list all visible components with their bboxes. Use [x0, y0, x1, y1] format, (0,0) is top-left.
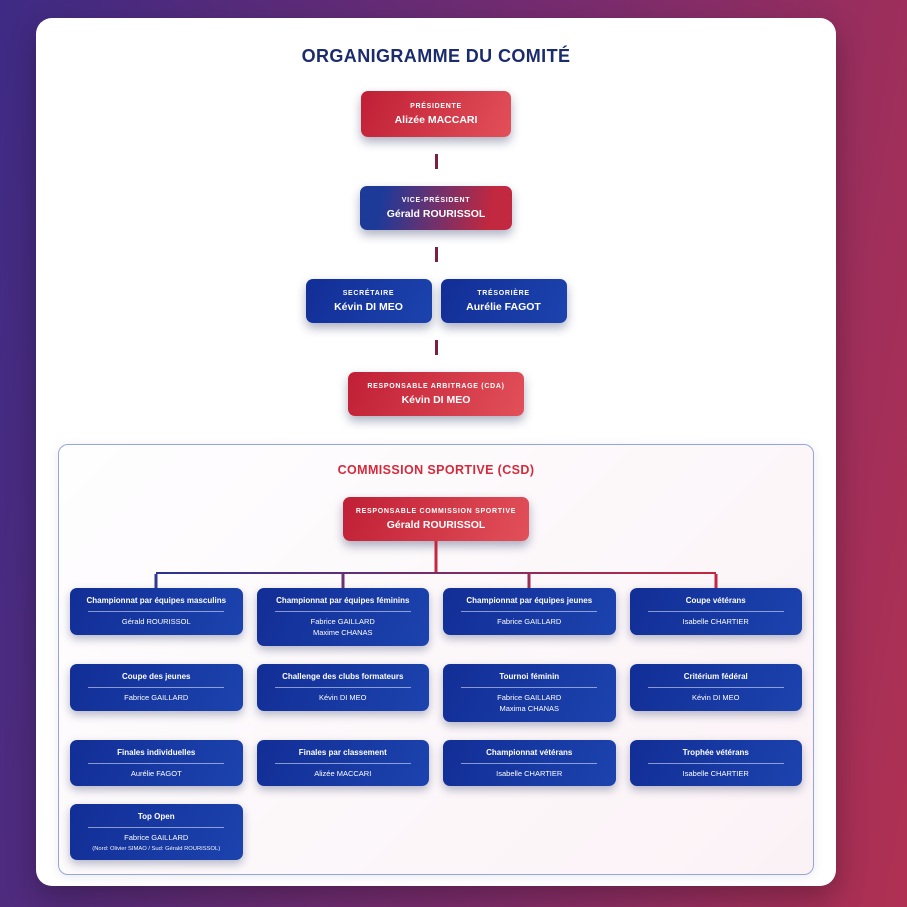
divider [88, 686, 225, 688]
connector-line [434, 247, 438, 262]
box-tresoriere: TRÉSORIÈRE Aurélie FAGOT [440, 279, 567, 323]
role-label: PRÉSIDENTE [410, 102, 462, 110]
box-title: Challenge des clubs formateurs [282, 671, 404, 681]
box-criterium-federal: Critérium fédéral Kévin DI MEO [629, 663, 802, 711]
person-name: Kévin DI MEO [334, 300, 403, 313]
person-name: Fabrice GAILLARD [124, 833, 189, 843]
person-name: Maxime CHANAS [312, 627, 373, 637]
person-name: Isabelle CHARTIER [496, 768, 563, 778]
role-label: VICE-PRÉSIDENT [401, 196, 471, 204]
box-title: Championnat vétérans [486, 747, 573, 757]
person-name: Kévin DI MEO [401, 393, 471, 406]
box-title: Championnat par équipes masculins [86, 596, 227, 605]
role-label: RESPONSABLE COMMISSION SPORTIVE [355, 507, 517, 515]
box-coupe-veterans: Coupe vétérans Isabelle CHARTIER [629, 588, 802, 635]
page-title: ORGANIGRAMME DU COMITÉ [301, 46, 571, 66]
person-name: Isabelle CHARTIER [682, 617, 749, 626]
main-card: ORGANIGRAMME DU COMITÉ PRÉSIDENTE Alizée… [36, 18, 836, 886]
divider [88, 827, 225, 829]
person-name: Kévin DI MEO [318, 692, 367, 702]
divider [461, 686, 598, 688]
box-note: (Nord: Olivier SIMAO / Sud: Gérald ROURI… [92, 846, 221, 853]
person-name: Alizée MACCARI [314, 768, 372, 778]
connector-line [434, 541, 438, 572]
person-name: Fabrice GAILLARD [310, 617, 375, 626]
box-title: Tournoi féminin [499, 671, 560, 681]
box-title: Trophée vétérans [682, 747, 749, 757]
grid-row-1: Championnat par équipes masculins Gérald… [70, 588, 802, 646]
connector-line [434, 154, 438, 169]
box-coupe-des-jeunes: Coupe des jeunes Fabrice GAILLARD [70, 663, 243, 711]
person-name: Fabrice GAILLARD [497, 617, 562, 626]
divider [274, 686, 411, 688]
horizontal-connector-line [156, 572, 716, 574]
box-title: Finales par classement [298, 747, 387, 757]
divider [647, 686, 784, 688]
commission-grid: Championnat par équipes masculins Gérald… [70, 588, 802, 861]
grid-row-3: Finales individuelles Aurélie FAGOT Fina… [70, 739, 802, 787]
box-top-open: Top Open Fabrice GAILLARD (Nord: Olivier… [70, 804, 243, 861]
box-finales-individuelles: Finales individuelles Aurélie FAGOT [70, 739, 243, 787]
person-name: Gérald ROURISSOL [386, 518, 486, 531]
box-title: Coupe vétérans [685, 596, 746, 605]
box-championnat-equipes-feminins: Championnat par équipes féminins Fabrice… [256, 588, 429, 646]
box-title: Championnat par équipes féminins [276, 596, 410, 605]
box-secretaire: SECRÉTAIRE Kévin DI MEO [305, 279, 432, 323]
person-name: Fabrice GAILLARD [497, 692, 562, 702]
grid-row-2: Coupe des jeunes Fabrice GAILLARD Challe… [70, 663, 802, 722]
divider [647, 762, 784, 764]
role-label: RESPONSABLE ARBITRAGE (CDA) [367, 382, 505, 390]
box-championnat-equipes-jeunes: Championnat par équipes jeunes Fabrice G… [443, 588, 616, 635]
box-vice-president: VICE-PRÉSIDENT Gérald ROURISSOL [360, 186, 512, 230]
grid-row-4: Top Open Fabrice GAILLARD (Nord: Olivier… [70, 804, 802, 861]
box-trophee-veterans: Trophée vétérans Isabelle CHARTIER [629, 739, 802, 787]
box-title: Coupe des jeunes [122, 671, 191, 681]
box-championnat-equipes-masculins: Championnat par équipes masculins Gérald… [70, 588, 243, 635]
divider [274, 762, 411, 764]
connector-line [714, 574, 718, 588]
divider [274, 611, 411, 612]
connector-line [527, 574, 531, 588]
box-presidente: PRÉSIDENTE Alizée MACCARI [361, 91, 511, 137]
connector-line [434, 340, 438, 355]
person-name: Gérald ROURISSOL [121, 617, 191, 626]
person-name: Aurélie FAGOT [130, 768, 182, 778]
secretary-treasurer-row: SECRÉTAIRE Kévin DI MEO TRÉSORIÈRE Aurél… [305, 279, 567, 323]
commission-sportive-section: COMMISSION SPORTIVE (CSD) RESPONSABLE CO… [58, 444, 814, 876]
divider [88, 762, 225, 764]
box-title: Championnat par équipes jeunes [466, 596, 593, 605]
divider [461, 762, 598, 764]
box-title: Top Open [137, 812, 175, 822]
commission-connectors [70, 541, 802, 588]
person-name: Alizée MACCARI [394, 113, 478, 126]
commission-title: COMMISSION SPORTIVE (CSD) [337, 463, 535, 477]
person-name: Isabelle CHARTIER [682, 768, 749, 778]
divider [461, 611, 598, 612]
person-name: Kévin DI MEO [691, 692, 740, 702]
connector-line [154, 574, 158, 588]
box-responsable-commission: RESPONSABLE COMMISSION SPORTIVE Gérald R… [343, 497, 529, 541]
person-name: Maxima CHANAS [499, 703, 560, 713]
connector-line [341, 574, 345, 588]
divider [88, 611, 225, 612]
box-title: Critérium fédéral [683, 671, 748, 681]
person-name: Aurélie FAGOT [466, 300, 541, 313]
person-name: Gérald ROURISSOL [386, 207, 486, 220]
box-tournoi-feminin: Tournoi féminin Fabrice GAILLARD Maxima … [443, 663, 616, 722]
box-challenge-clubs-formateurs: Challenge des clubs formateurs Kévin DI … [256, 663, 429, 711]
person-name: Fabrice GAILLARD [124, 692, 189, 702]
box-finales-par-classement: Finales par classement Alizée MACCARI [256, 739, 429, 787]
box-responsable-arbitrage: RESPONSABLE ARBITRAGE (CDA) Kévin DI MEO [348, 372, 524, 416]
box-title: Finales individuelles [117, 747, 196, 757]
box-championnat-veterans: Championnat vétérans Isabelle CHARTIER [443, 739, 616, 787]
role-label: SECRÉTAIRE [342, 289, 395, 297]
role-label: TRÉSORIÈRE [477, 289, 530, 297]
divider [647, 611, 784, 612]
